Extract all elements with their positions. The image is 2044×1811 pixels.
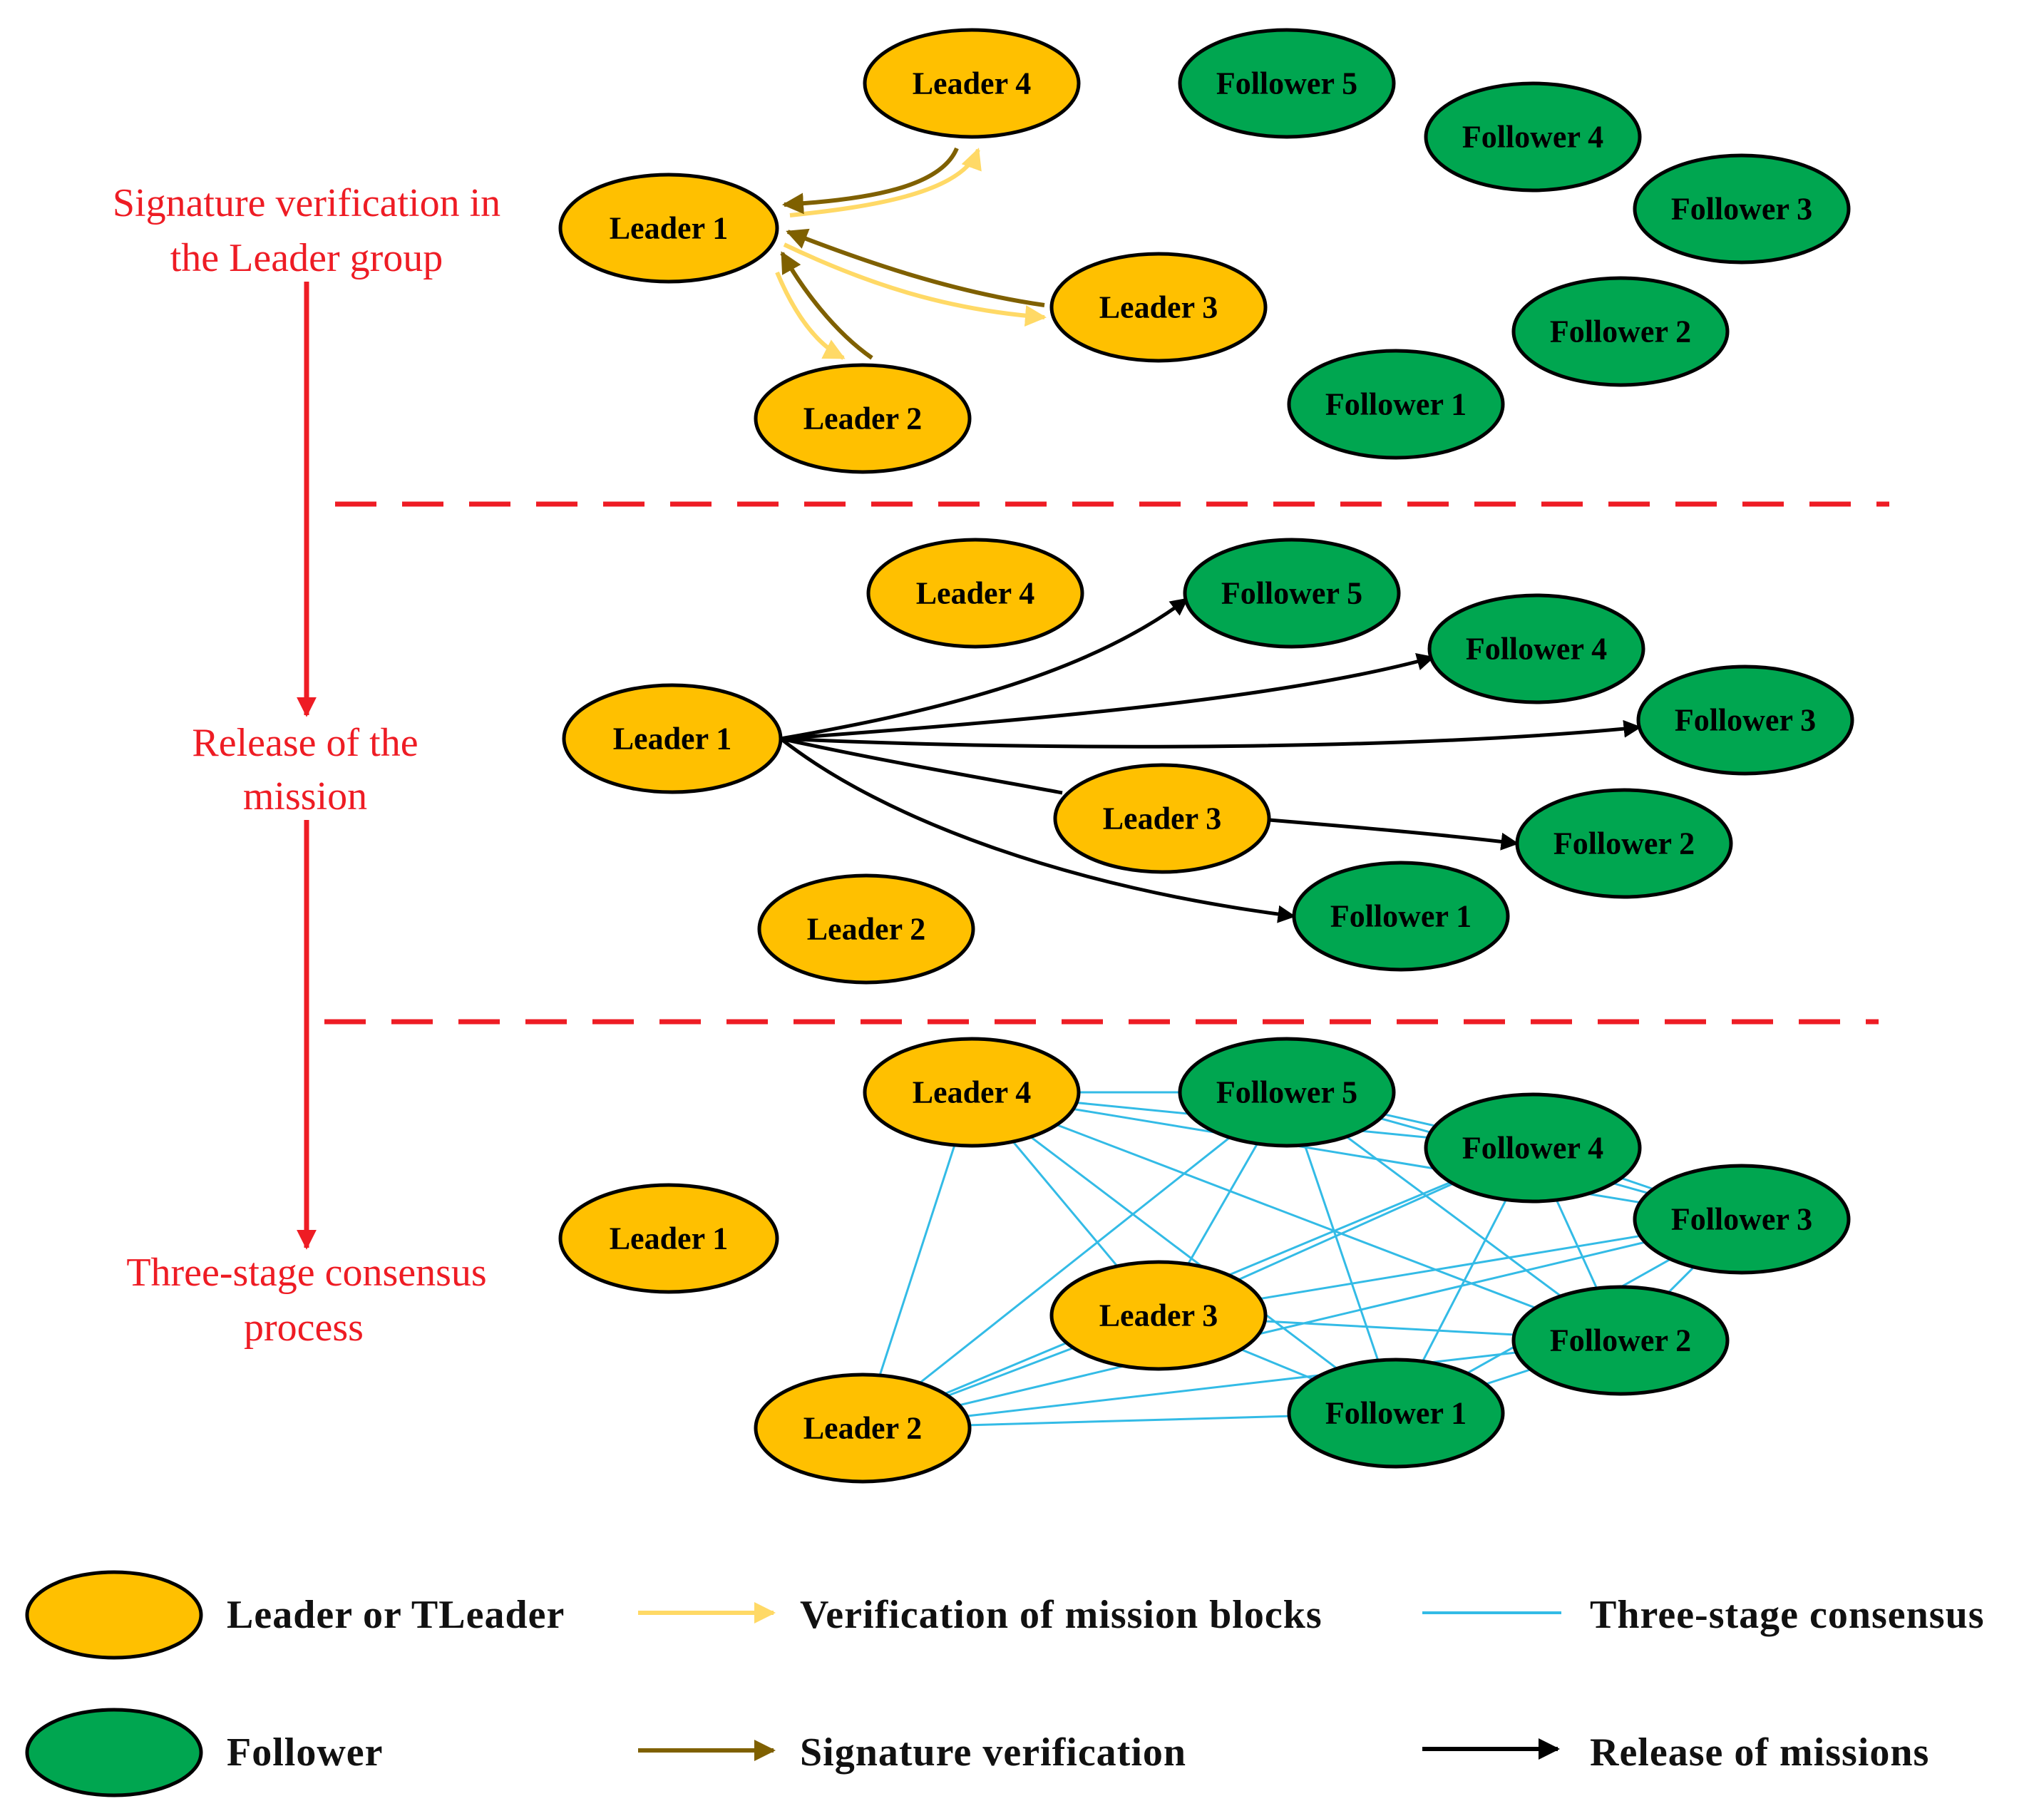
- node-follower-4: Follower 4: [1424, 1092, 1642, 1204]
- phase-3-label-line1: Three-stage consensus: [126, 1251, 486, 1295]
- legend-item-consensus: Three-stage consensus: [1422, 1593, 1985, 1637]
- node-follower-4-label: Follower 4: [1462, 120, 1603, 155]
- node-leader-4-label: Leader 4: [913, 66, 1032, 101]
- legend-item-signature: Signature verification: [638, 1730, 1186, 1775]
- verification-edge-leader1-leader2: [775, 271, 846, 360]
- node-follower-1-label: Follower 1: [1325, 1396, 1467, 1431]
- node-follower-2-label: Follower 2: [1553, 826, 1695, 861]
- phase-1-label-line1: Signature verification in: [113, 181, 500, 225]
- node-follower-2-label: Follower 2: [1550, 314, 1691, 349]
- node-follower-1: Follower 1: [1292, 861, 1510, 972]
- consensus-edge: [862, 1339, 1621, 1430]
- release-edge-leader1-follower5: [780, 597, 1188, 741]
- node-follower-5: Follower 5: [1183, 538, 1401, 649]
- node-leader-4-label: Leader 4: [916, 576, 1035, 611]
- legend-item-release: Release of missions: [1422, 1730, 1929, 1775]
- node-follower-5: Follower 5: [1178, 28, 1396, 139]
- node-follower-1: Follower 1: [1287, 1358, 1505, 1469]
- panel-signature-verification: Leader 4 Leader 1 Leader 3 Leader 2 Foll…: [558, 28, 1851, 474]
- release-edge-leader1-follower3: [780, 719, 1642, 749]
- node-leader-2-label: Leader 2: [807, 912, 926, 947]
- phase-1-label-line2: the Leader group: [170, 236, 443, 280]
- node-leader-3: Leader 3: [1049, 252, 1268, 363]
- node-follower-5: Follower 5: [1178, 1037, 1396, 1148]
- signature-edge-leader2-leader1: [780, 251, 873, 360]
- node-leader-2-label: Leader 2: [803, 1411, 923, 1446]
- node-follower-1-label: Follower 1: [1325, 387, 1467, 422]
- node-leader-3: Leader 3: [1049, 1260, 1268, 1371]
- legend-item-follower: Follower: [25, 1708, 383, 1797]
- node-follower-2-label: Follower 2: [1550, 1323, 1691, 1358]
- consensus-edge: [862, 1091, 1288, 1430]
- node-leader-1-label: Leader 1: [613, 722, 732, 756]
- node-leader-1: Leader 1: [558, 1183, 779, 1294]
- node-follower-5-label: Follower 5: [1221, 576, 1362, 611]
- consensus-edge: [971, 1091, 1742, 1221]
- legend-verification-label: Verification of mission blocks: [800, 1593, 1323, 1637]
- legend-item-verification: Verification of mission blocks: [638, 1593, 1323, 1637]
- phase-2-label-line2: mission: [243, 774, 367, 819]
- release-edge-leader3-follower2: [1268, 818, 1519, 851]
- node-leader-2: Leader 2: [754, 1373, 972, 1484]
- legend-release-label: Release of missions: [1590, 1730, 1929, 1775]
- legend-leader-swatch: [25, 1570, 203, 1660]
- node-follower-2: Follower 2: [1515, 788, 1733, 899]
- legend-follower-label: Follower: [227, 1730, 383, 1775]
- node-follower-2: Follower 2: [1511, 1285, 1730, 1396]
- legend-leader-label: Leader or TLeader: [227, 1593, 565, 1637]
- release-edge-leader1-follower1: [779, 737, 1296, 923]
- node-follower-5-label: Follower 5: [1216, 66, 1357, 101]
- node-leader-3: Leader 3: [1053, 763, 1271, 874]
- node-follower-1: Follower 1: [1287, 349, 1505, 460]
- consensus-edge: [861, 1092, 973, 1429]
- node-follower-1-label: Follower 1: [1330, 899, 1472, 934]
- node-leader-3-label: Leader 3: [1099, 1298, 1218, 1333]
- phase-2-label-line1: Release of the: [192, 721, 418, 765]
- signature-edge-leader3-leader1: [786, 228, 1045, 307]
- phase-3-label-line2: process: [244, 1305, 364, 1350]
- node-follower-3-label: Follower 3: [1671, 1202, 1812, 1237]
- legend-follower-swatch: [25, 1708, 203, 1797]
- node-leader-4: Leader 4: [863, 1037, 1081, 1148]
- node-leader-1: Leader 1: [558, 173, 779, 284]
- node-follower-3: Follower 3: [1633, 1164, 1851, 1275]
- verification-edge-leader1-leader3: [783, 242, 1047, 327]
- legend-signature-label: Signature verification: [800, 1730, 1186, 1775]
- node-follower-2: Follower 2: [1511, 276, 1730, 387]
- node-follower-4-label: Follower 4: [1466, 632, 1607, 667]
- consensus-edge: [971, 1091, 1397, 1415]
- node-leader-1: Leader 1: [562, 683, 783, 794]
- node-follower-4: Follower 4: [1424, 81, 1642, 193]
- node-leader-4: Leader 4: [866, 538, 1084, 649]
- node-leader-2-label: Leader 2: [803, 401, 923, 436]
- phase-timeline: Signature verification in the Leader gro…: [113, 181, 500, 1350]
- node-follower-3-label: Follower 3: [1671, 192, 1812, 227]
- verification-edge-leader1-leader4: [789, 148, 982, 217]
- node-follower-3: Follower 3: [1636, 665, 1854, 776]
- legend-consensus-label: Three-stage consensus: [1590, 1593, 1985, 1637]
- release-edge-leader1-follower4: [780, 652, 1435, 741]
- legend: Leader or TLeader Follower Verification …: [25, 1570, 1985, 1797]
- node-leader-2: Leader 2: [754, 363, 972, 474]
- node-leader-1-label: Leader 1: [610, 1221, 729, 1256]
- node-follower-3: Follower 3: [1633, 153, 1851, 265]
- node-follower-4: Follower 4: [1427, 593, 1645, 704]
- node-leader-2: Leader 2: [757, 873, 975, 985]
- node-follower-4-label: Follower 4: [1462, 1131, 1603, 1166]
- node-leader-4-label: Leader 4: [913, 1075, 1032, 1110]
- node-leader-4: Leader 4: [863, 28, 1081, 139]
- node-follower-5-label: Follower 5: [1216, 1075, 1357, 1110]
- node-follower-3-label: Follower 3: [1675, 703, 1816, 738]
- node-leader-3-label: Leader 3: [1099, 290, 1218, 325]
- node-leader-1-label: Leader 1: [610, 211, 729, 246]
- panel-three-stage-consensus: Leader 4 Leader 1 Leader 3 Leader 2 Foll…: [558, 1037, 1851, 1484]
- node-leader-3-label: Leader 3: [1103, 801, 1222, 836]
- release-edge-leader1-leader3: [780, 737, 1063, 795]
- consensus-edge: [971, 1091, 1621, 1342]
- panel-release-mission: Leader 4 Leader 1 Leader 3 Leader 2 Foll…: [562, 538, 1854, 985]
- legend-item-leader: Leader or TLeader: [25, 1570, 565, 1660]
- signature-edge-leader4-leader1: [782, 147, 959, 215]
